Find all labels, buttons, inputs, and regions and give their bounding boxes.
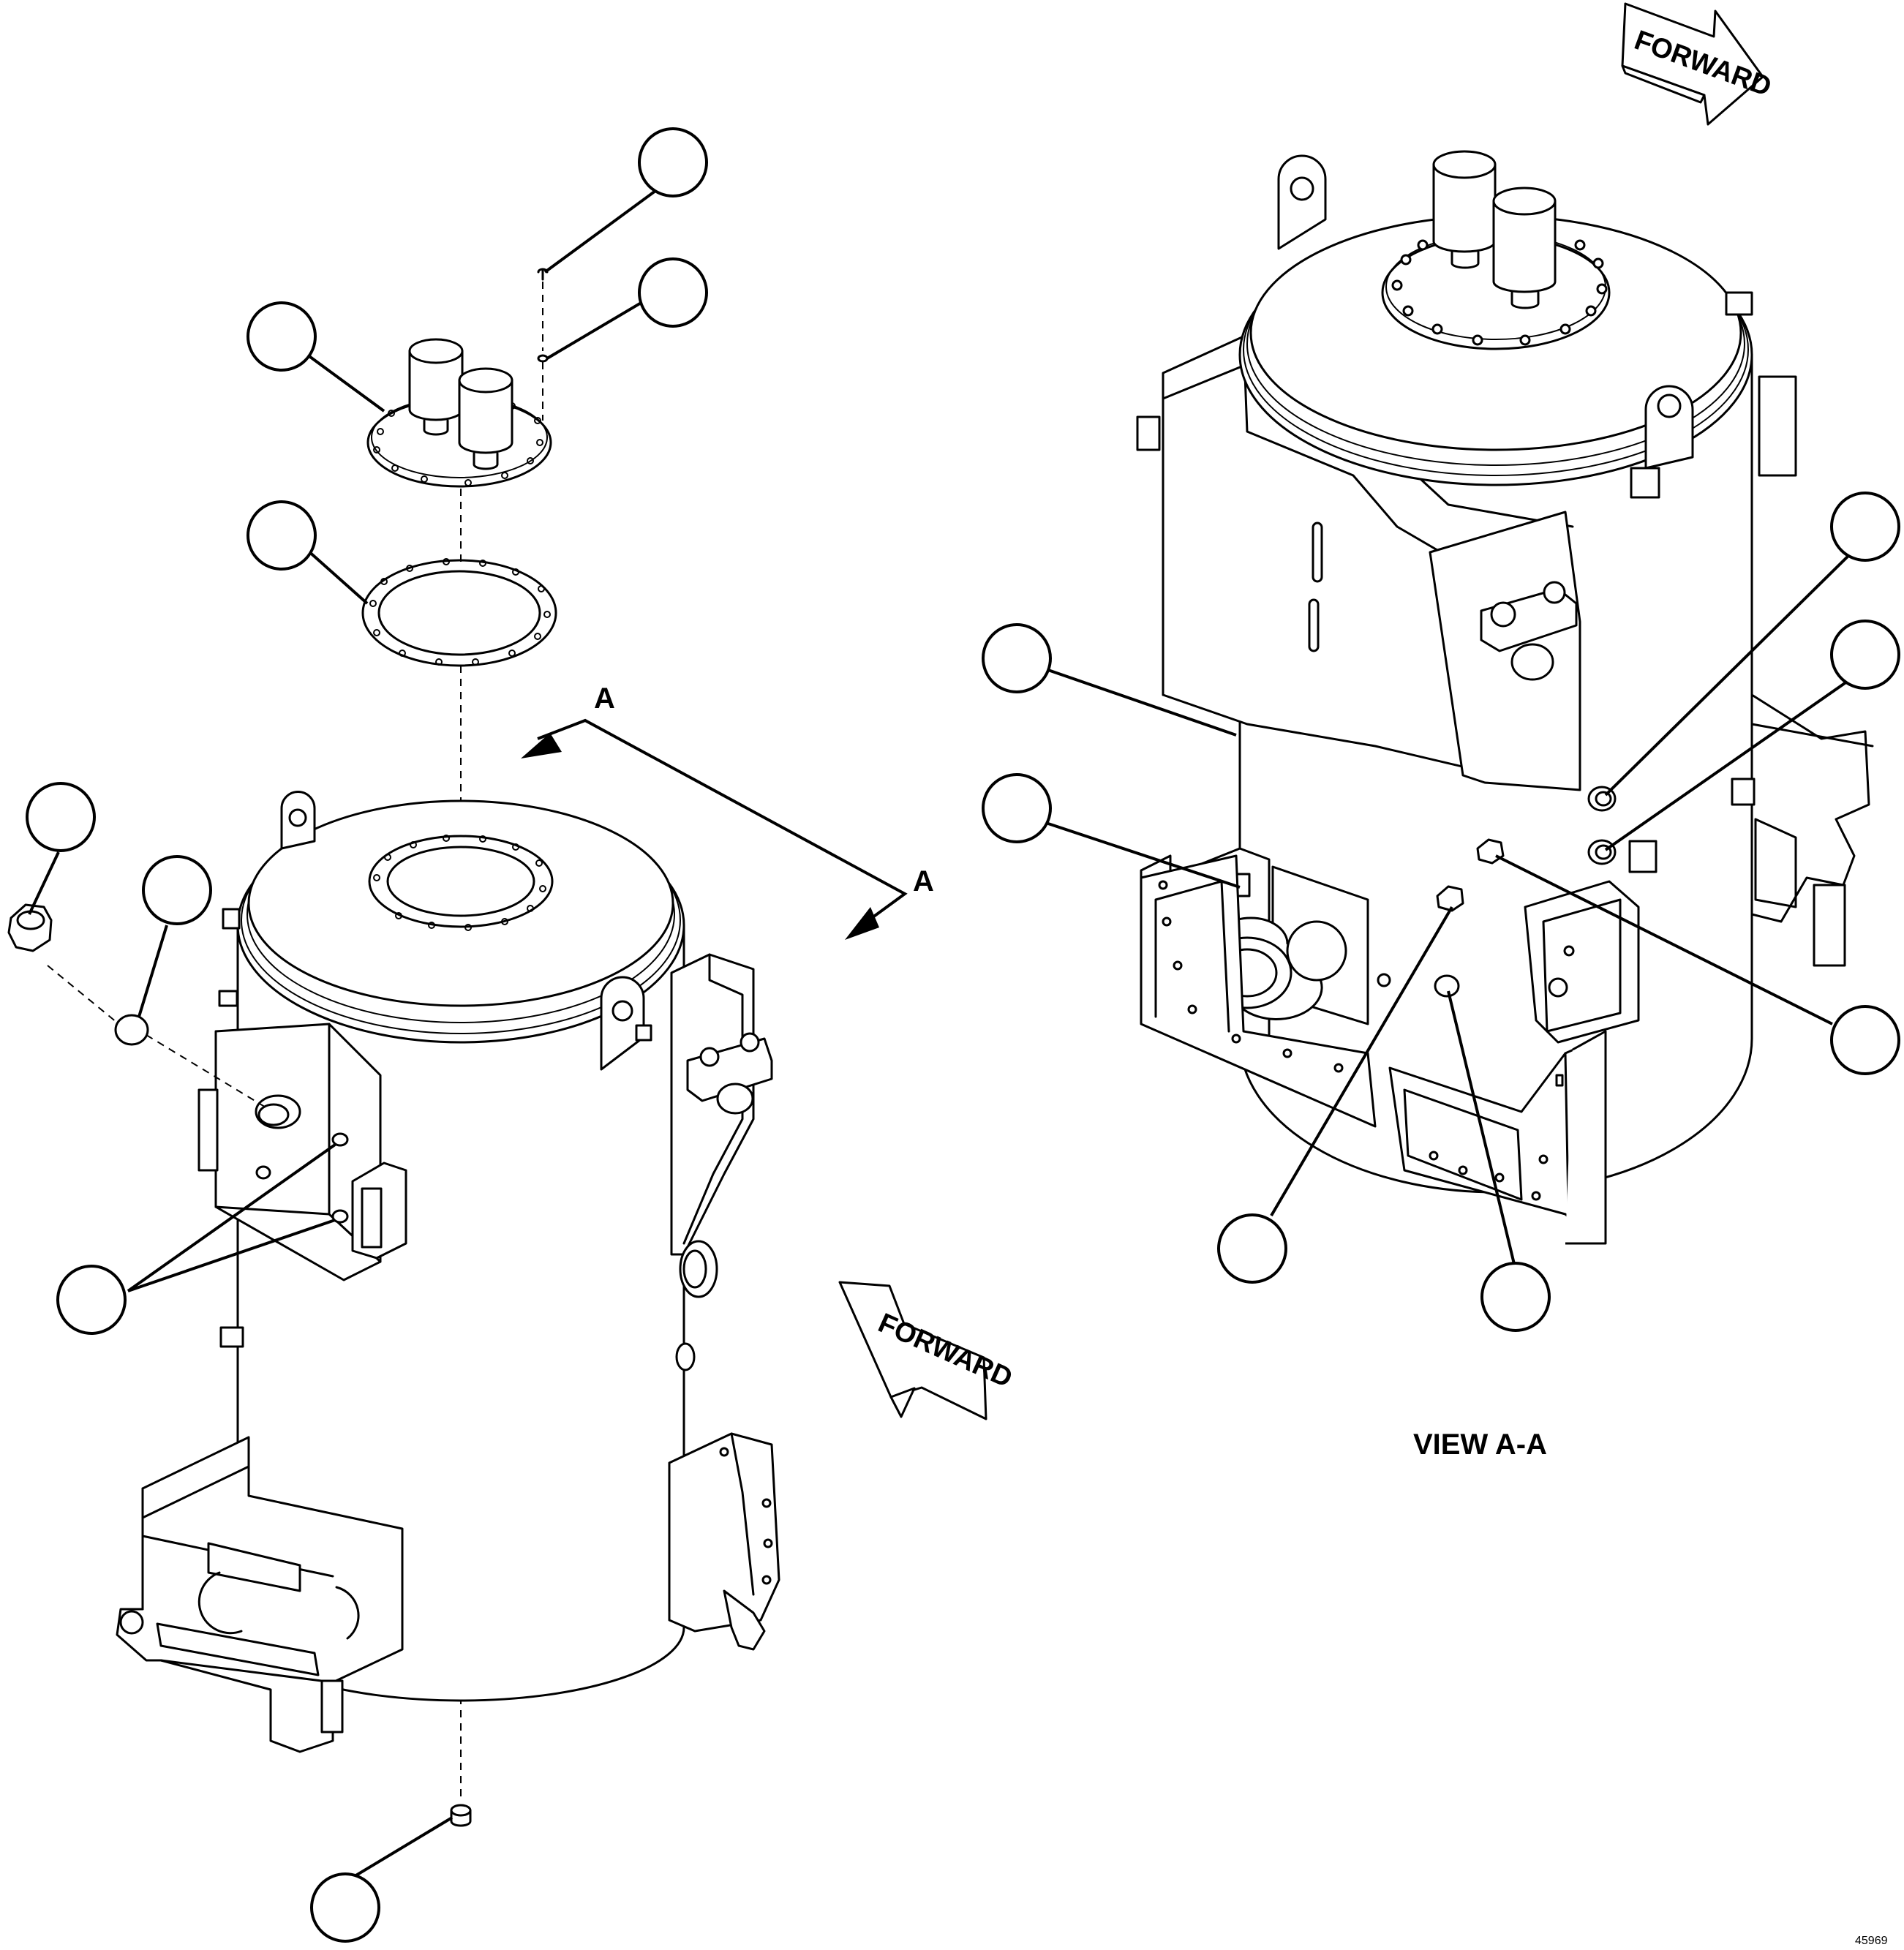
callout-bubble xyxy=(247,301,317,372)
tank-body xyxy=(116,791,780,1827)
exploded-fitting xyxy=(7,903,268,1109)
callout-bubble xyxy=(1830,620,1900,690)
view-title: VIEW A-A xyxy=(1413,1428,1547,1461)
view-a-a-assembly: FORWARD xyxy=(982,2,1900,1461)
callout-bubble xyxy=(1830,492,1900,562)
section-label-top: A xyxy=(594,682,615,715)
callouts-right xyxy=(982,492,1900,1332)
cover-screw xyxy=(537,268,549,421)
figure-number: 45969 xyxy=(1855,1935,1888,1947)
callout-bubble xyxy=(638,257,708,328)
callout-bubble xyxy=(982,773,1052,843)
gasket-ring xyxy=(361,558,557,667)
callout-bubble xyxy=(310,1872,380,1943)
callout-bubble xyxy=(1480,1262,1551,1332)
forward-arrow-left: FORWARD xyxy=(838,1281,1017,1420)
callout-bubble xyxy=(26,782,96,852)
filter-cover-assembly xyxy=(366,338,552,488)
callout-bubble xyxy=(638,127,708,197)
callout-bubble xyxy=(142,855,212,925)
callout-bubble xyxy=(1217,1213,1287,1284)
callouts-left xyxy=(26,127,708,1943)
forward-arrow-right: FORWARD xyxy=(1621,2,1775,126)
section-cut-line: A A xyxy=(521,682,934,940)
callout-bubble xyxy=(1830,1005,1900,1075)
section-label-bottom: A xyxy=(913,865,934,897)
callout-bubble xyxy=(247,500,317,571)
callout-bubble xyxy=(982,623,1052,693)
left-exploded-assembly: A A FORWARD xyxy=(7,127,1017,1943)
callout-bubble xyxy=(56,1265,127,1335)
